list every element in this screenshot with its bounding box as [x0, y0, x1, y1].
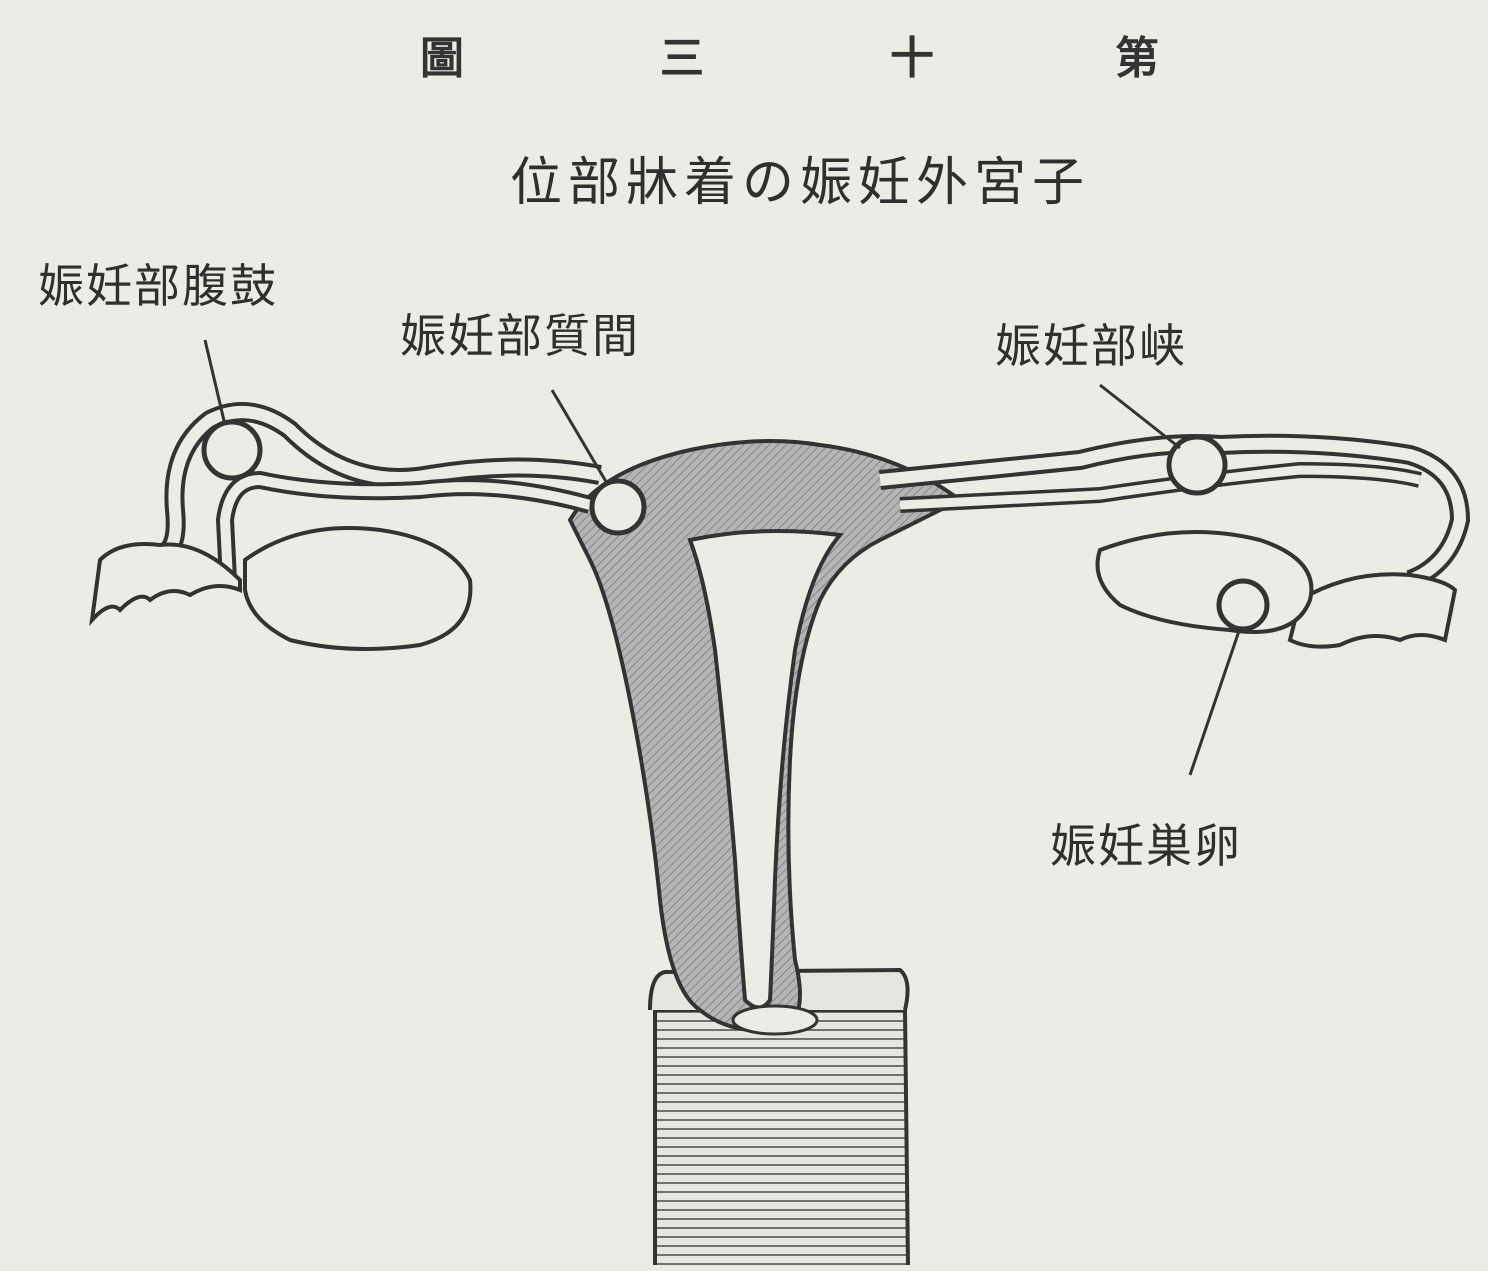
abdominal-pregnancy-site: [204, 422, 260, 478]
right-ovary: [1098, 532, 1312, 632]
cervical-os: [733, 1006, 817, 1034]
right-fimbriae: [1290, 574, 1455, 646]
interstitial-pregnancy-site: [592, 481, 644, 533]
left-ovary: [245, 528, 470, 649]
ovarian-pregnancy-site: [1219, 581, 1267, 629]
leader-line-ovarian: [1190, 628, 1240, 775]
